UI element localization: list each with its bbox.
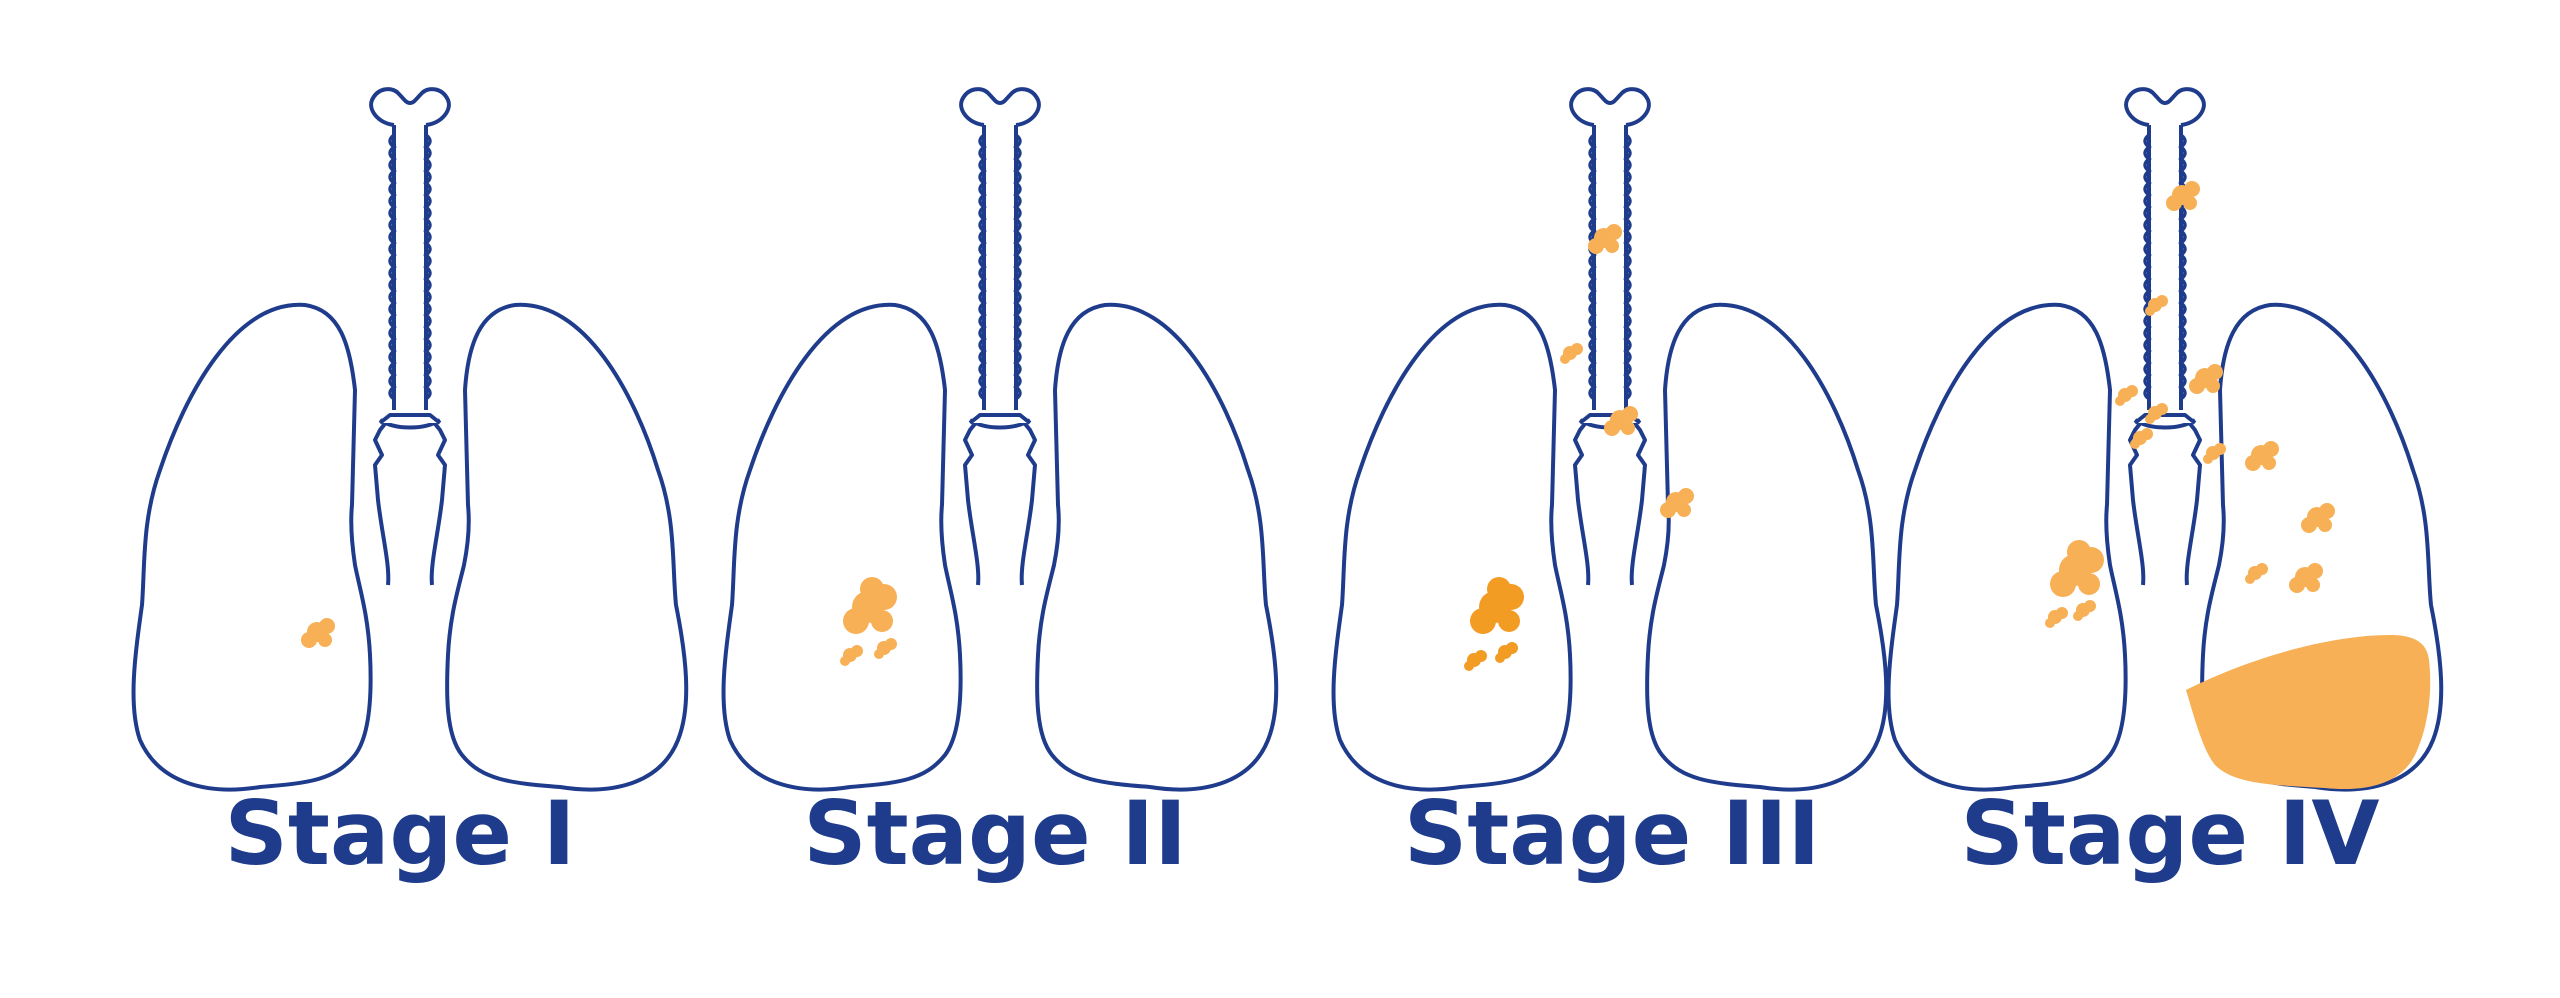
stage-2-label: Stage II — [745, 790, 1245, 878]
stage-3-label: Stage III — [1362, 790, 1862, 878]
stage-4-label: Stage IV — [1920, 790, 2420, 878]
stage-2-lungs — [724, 89, 1277, 789]
stage-3-lungs — [1334, 89, 1887, 789]
stage-4-lungs — [1889, 89, 2442, 789]
stage-1-label: Stage I — [150, 790, 650, 878]
stage-1-lungs — [134, 89, 687, 789]
